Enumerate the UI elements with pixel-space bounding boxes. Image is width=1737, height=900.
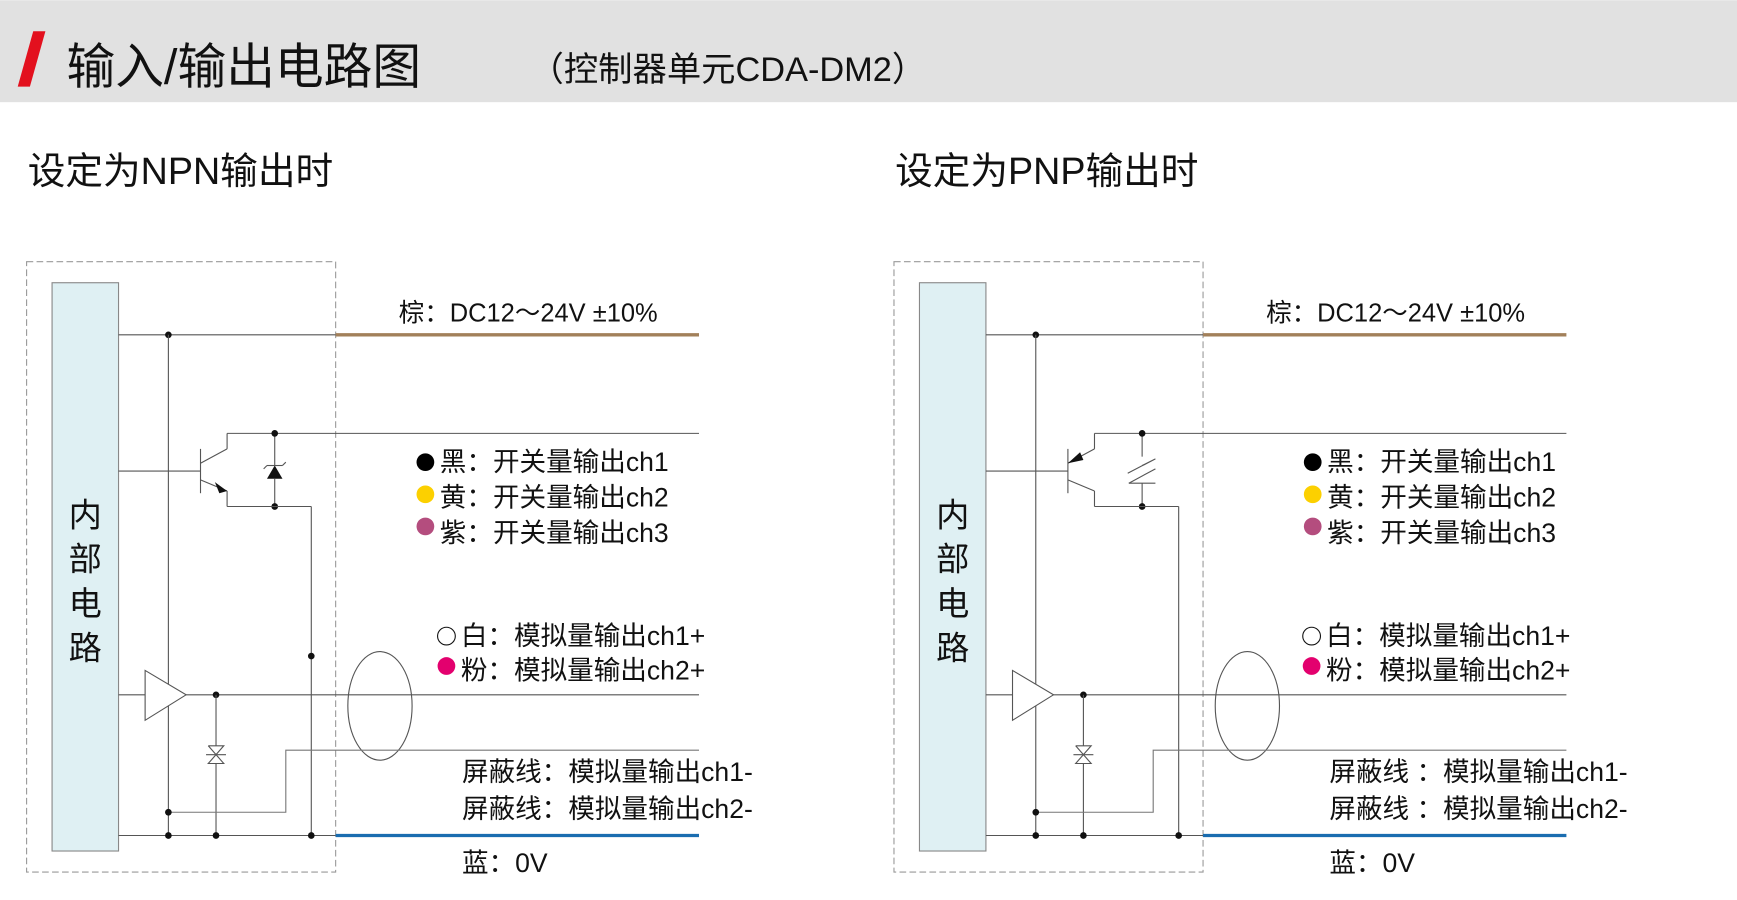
zener-diode-icon [266,465,283,479]
internal-circuit-label: 电 [69,586,102,623]
switch-output-label: 黑：开关量输出ch1 [1327,447,1556,477]
shield-label: 屏蔽线：模拟量输出ch2- [462,794,753,824]
amplifier-icon [1011,669,1055,722]
internal-circuit-block [51,282,120,852]
shield-wire [168,749,700,813]
accent-slash-icon [17,31,46,87]
ground-label: 蓝：0V [462,848,548,878]
shield-label: 屏蔽线：模拟量输出ch1- [462,757,753,787]
internal-circuit-label: 电 [936,586,969,623]
emitter-arrow-icon [214,482,228,494]
zener-symbol-diag [1128,468,1156,484]
analog-output-label: 粉：模拟量输出ch2+ [461,655,705,685]
white-wire-dot-icon [1302,626,1322,646]
black-wire-dot-icon [1303,453,1322,472]
switch-output-label: 黄：开关量输出ch2 [1327,482,1556,512]
tvs-diode-icon [207,745,225,765]
junction-dot [271,430,279,437]
shield-twist-icon [347,651,413,761]
switch-output-label: 黑：开关量输出ch1 [440,447,669,477]
analog-output-label: 白：模拟量输出ch1+ [461,621,705,651]
shield-wire [1035,749,1567,813]
analog-output-label: 粉：模拟量输出ch2+ [1326,655,1570,685]
panel-title: 设定为PNP输出时 [895,150,1198,192]
pink-wire-dot-icon [437,657,456,675]
white-wire-dot-icon [437,626,456,646]
switch-output-label: 紫：开关量输出ch3 [1327,518,1556,548]
yellow-wire-dot-icon [416,485,435,504]
junction-dot [1175,832,1183,839]
junction-dot [1138,430,1146,437]
emitter-arrow-icon [1067,452,1084,464]
header-band [0,0,1737,103]
junction-dot [1080,832,1087,839]
device-boundary [893,261,1204,873]
junction-dot [165,832,172,839]
power-label: 棕：DC12～24V ±10% [399,299,658,327]
junction-dot [307,832,315,839]
internal-circuit-label: 路 [69,630,102,667]
purple-wire-dot-icon [1303,517,1322,536]
power-label: 棕：DC12～24V ±10% [1266,299,1525,327]
junction-dot [1032,832,1040,839]
tvs-diode-icon [1074,745,1093,765]
internal-circuit-label: 部 [936,542,969,579]
transistor-lower-lead [1067,479,1095,492]
zener-bar-tail [282,461,287,466]
transistor-upper-lead [200,448,228,464]
analog-output-label: 白：模拟量输出ch1+ [1326,621,1570,651]
junction-dot [1032,808,1040,816]
shield-label: 屏蔽线 ：模拟量输出ch2- [1329,794,1627,824]
internal-circuit-block [918,282,987,852]
switch-output-label: 紫：开关量输出ch3 [440,518,669,548]
internal-circuit-label: 部 [69,542,102,579]
page-title: 输入/输出电路图 [66,40,421,94]
internal-circuit-label: 内 [936,497,969,534]
black-wire-dot-icon [416,453,435,472]
page-subtitle: （控制器单元CDA-DM2） [530,51,927,89]
switch-output-label: 黄：开关量输出ch2 [440,482,669,512]
internal-circuit-label: 内 [69,497,102,534]
junction-dot [212,832,220,839]
panel-title: 设定为NPN输出时 [28,150,333,192]
pink-wire-dot-icon [1302,657,1321,675]
device-boundary [26,261,337,873]
internal-circuit-label: 路 [936,630,969,667]
yellow-wire-dot-icon [1303,485,1322,504]
ground-label: 蓝：0V [1329,848,1415,878]
amplifier-icon [144,669,188,722]
junction-dot [307,652,315,660]
junction-dot [165,808,172,816]
shield-label: 屏蔽线 ：模拟量输出ch1- [1329,757,1627,787]
shield-twist-icon [1214,651,1281,761]
purple-wire-dot-icon [416,517,435,536]
zener-symbol-icon [1127,458,1156,474]
zener-bar-tail [263,465,268,470]
